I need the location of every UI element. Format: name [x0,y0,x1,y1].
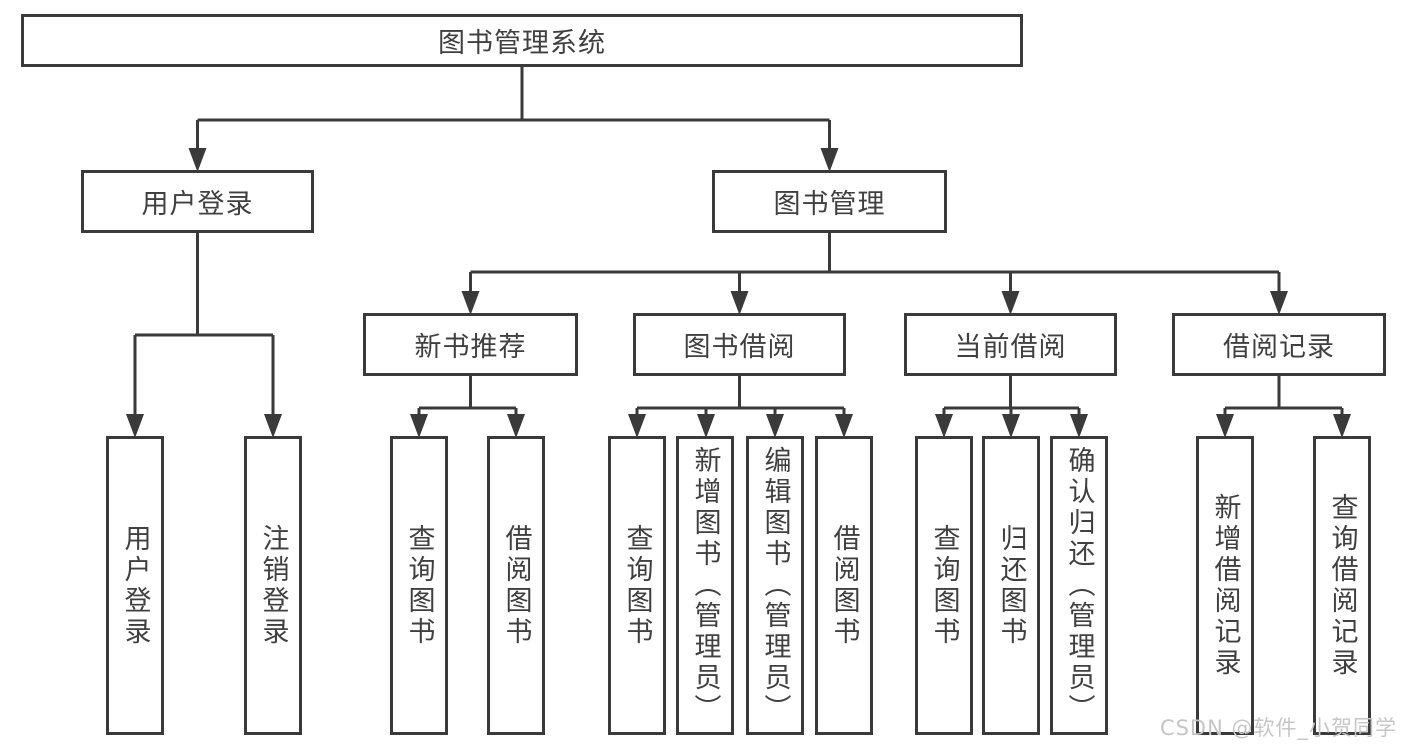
connector-root-to-level2 [196,67,831,150]
connector-book-borrowing-to-leaves [635,376,846,418]
arrowhead-icon [730,291,749,315]
watermark-text: CSDN @软件_小贺同学 [1159,716,1397,740]
leaf-add-books-admin: 新增图书（管理员） [676,436,734,735]
leaf-return-books: 归还图书 [982,436,1040,735]
connector-book-management-to-level3 [469,233,1281,294]
arrowhead-icon [188,148,207,172]
leaf-query-books-current: 查询图书 [915,436,973,735]
leaf-confirm-return-admin: 确认归还（管理员） [1050,436,1108,735]
arrowhead-group [126,148,1351,438]
arrowhead-icon [628,414,646,438]
node-borrowing-records: 借阅记录 [1172,313,1386,376]
leaf-user-login: 用户登录 [106,436,164,735]
node-new-book-recommendation: 新书推荐 [363,313,578,376]
leaf-edit-books-admin: 编辑图书（管理员） [746,436,804,735]
leaf-add-borrow-record: 新增借阅记录 [1196,436,1254,735]
arrowhead-icon [507,414,525,438]
arrowhead-icon [835,414,853,438]
arrowhead-icon [1002,414,1020,438]
node-current-borrowing: 当前借阅 [904,313,1117,376]
node-book-borrowing: 图书借阅 [633,313,846,376]
arrowhead-icon [1333,414,1351,438]
leaf-borrow-books-newrec: 借阅图书 [487,436,545,735]
arrowhead-icon [461,291,480,315]
leaf-borrow-books-borrowing: 借阅图书 [815,436,873,735]
arrowhead-icon [1070,414,1088,438]
leaf-logout: 注销登录 [244,436,302,735]
arrowhead-icon [697,414,715,438]
arrowhead-icon [1001,291,1020,315]
arrowhead-icon [410,414,428,438]
connector-borrow-records-to-leaves [1223,376,1344,418]
connector-new-book-rec-to-leaves [417,376,518,418]
connector-current-borrowing-to-leaves [942,376,1081,418]
node-book-management: 图书管理 [712,170,947,233]
arrowhead-icon [935,414,953,438]
arrowhead-icon [820,148,839,172]
leaf-query-books-borrowing: 查询图书 [608,436,666,735]
arrowhead-icon [264,414,282,438]
node-user-login: 用户登录 [81,170,314,233]
arrowhead-icon [766,414,784,438]
arrowhead-icon [126,414,144,438]
arrowhead-icon [1216,414,1234,438]
arrowhead-icon [1270,291,1288,315]
leaf-query-books-newrec: 查询图书 [390,436,448,735]
leaf-query-borrow-record: 查询借阅记录 [1313,436,1371,735]
node-library-management-system: 图书管理系统 [21,14,1023,67]
connector-user-login-to-leaves [133,233,275,418]
